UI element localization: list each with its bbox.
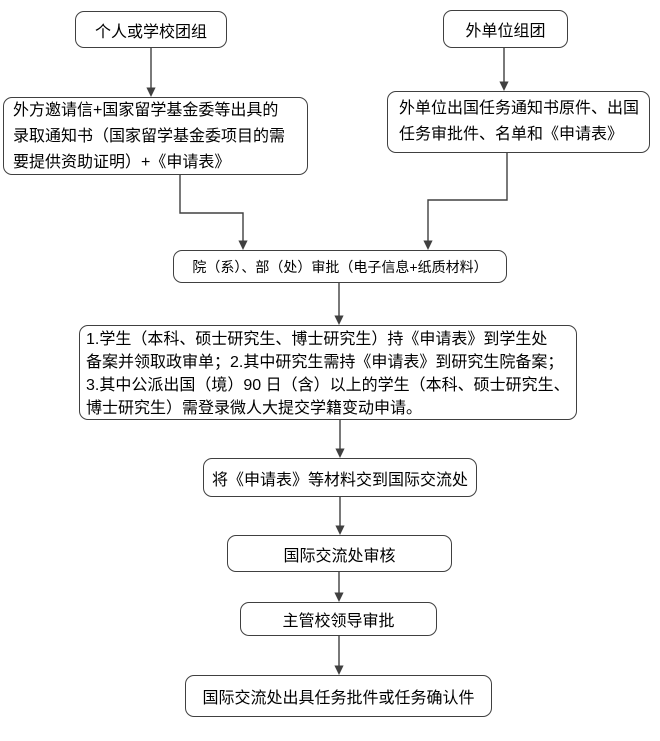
connector-leader-to-issue [334,636,344,675]
node-student-filing: 1.学生（本科、硕士研究生、博士研究生）持《申请表》到学生处 备案并领取政审单；… [79,325,577,420]
node-student-filing-line: 3.其中公派出国（境）90 日（含）以上的学生（本科、硕士研究生、 [86,377,570,394]
node-issue-documents: 国际交流处出具任务批件或任务确认件 [185,675,492,717]
connector-review-to-leader [334,572,344,602]
node-student-filing-line: 1.学生（本科、硕士研究生、博士研究生）持《申请表》到学生处 [86,331,548,348]
node-external-materials-line: 外单位出国任务通知书原件、出国 [399,100,640,117]
arrowhead-icon [146,87,156,97]
arrowhead-icon [499,81,509,91]
node-external-materials-line: 任务审批件、名单和《申请表》 [399,126,624,143]
node-student-filing-line: 备案并领取政审单；2.其中研究生需持《申请表》到研究生院备案； [86,354,564,371]
node-personal-materials-line: 外方邀请信+国家留学基金委等出具的 [13,102,279,119]
node-external-materials: 外单位出国任务通知书原件、出国 任务审批件、名单和《申请表》 [387,91,650,153]
connector-submit-to-review [335,497,345,535]
node-student-filing-line: 博士研究生）需登录微人大提交学籍变动申请。 [86,400,423,417]
node-personal-materials-line: 要提供资助证明）+《申请表》 [13,154,231,171]
arrowhead-icon [334,665,344,675]
node-external-group: 外单位组团 [443,10,568,48]
connector-external-materials-to-dept [423,153,508,250]
node-submit-materials: 将《申请表》等材料交到国际交流处 [203,458,477,497]
node-dept-approval: 院（系）、部（处）审批（电子信息+纸质材料） [173,250,507,283]
node-personal-materials-line: 录取通知书（国家留学基金委项目的需 [13,128,286,145]
arrowhead-icon [334,315,344,325]
node-oia-review: 国际交流处审核 [227,535,452,572]
arrowhead-icon [238,240,248,250]
connector-external-to-materials [499,48,509,91]
arrowhead-icon [334,592,344,602]
node-personal-group: 个人或学校团组 [75,11,227,48]
connector-personal-to-materials [146,48,156,97]
node-leader-approval: 主管校领导审批 [240,602,437,636]
node-personal-materials: 外方邀请信+国家留学基金委等出具的 录取通知书（国家留学基金委项目的需 要提供资… [3,97,308,175]
arrowhead-icon [335,448,345,458]
arrowhead-icon [423,240,433,250]
connector-personal-materials-to-dept [179,175,248,250]
connector-dept-to-student-filing [334,283,344,325]
connector-student-filing-to-submit [335,420,345,458]
arrowhead-icon [335,525,345,535]
